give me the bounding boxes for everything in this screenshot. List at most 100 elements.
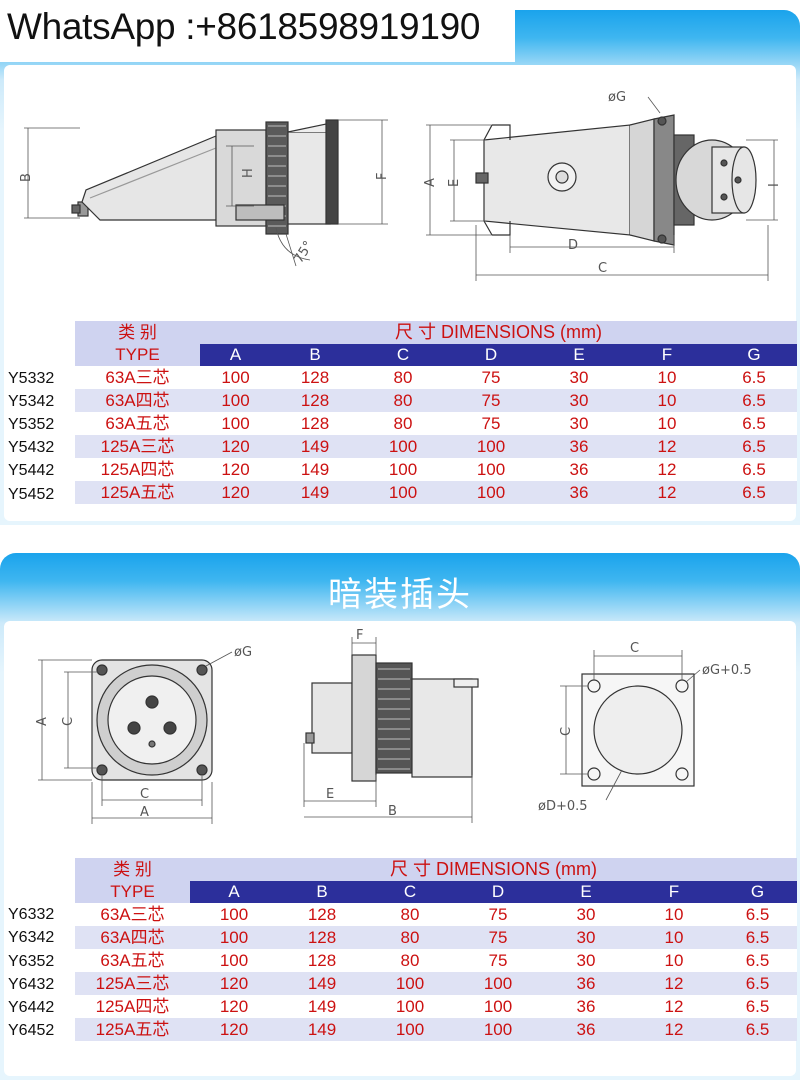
table-row: 125A五芯 120 149 100 100 36 12 6.5	[75, 481, 798, 504]
value-cell: 128	[271, 412, 359, 435]
dim-label-a: A	[423, 178, 438, 187]
model-label: Y5442	[8, 462, 55, 479]
type-label: TYPE	[110, 881, 155, 901]
value-cell: 100	[366, 972, 454, 995]
table-row: 63A三芯 100 128 80 75 30 10 6.5	[75, 903, 798, 926]
column-header-b: B	[271, 344, 359, 366]
value-cell: 10	[623, 412, 711, 435]
value-cell: 6.5	[718, 949, 798, 972]
value-cell: 128	[278, 903, 366, 926]
dim-label-c-bottom: C	[140, 787, 149, 802]
value-cell: 36	[542, 995, 630, 1018]
type-cell: 125A五芯	[75, 481, 200, 504]
value-cell: 100	[366, 1018, 454, 1041]
value-cell: 80	[366, 903, 454, 926]
value-cell: 10	[623, 389, 711, 412]
table-row: 125A五芯 120 149 100 100 36 12 6.5	[75, 1018, 798, 1041]
value-cell: 75	[454, 926, 542, 949]
value-cell: 100	[447, 458, 535, 481]
dim-label-f: F	[375, 173, 390, 180]
panel-plug-dimension-table: 类 别 TYPE 尺 寸 DIMENSIONS (mm) A B C D E F…	[75, 858, 798, 1041]
value-cell: 120	[200, 458, 271, 481]
value-cell: 149	[278, 995, 366, 1018]
value-cell: 100	[359, 435, 447, 458]
category-header: 类 别 TYPE	[75, 321, 200, 366]
dim-label-g: øG	[608, 90, 626, 105]
column-header-c: C	[366, 881, 454, 903]
value-cell: 36	[542, 1018, 630, 1041]
value-cell: 149	[271, 458, 359, 481]
model-label: Y6442	[8, 999, 55, 1016]
value-cell: 75	[447, 412, 535, 435]
category-label: 类 别	[113, 859, 152, 879]
value-cell: 120	[200, 435, 271, 458]
value-cell: 100	[366, 995, 454, 1018]
value-cell: 100	[200, 412, 271, 435]
dim-label-a: A	[35, 717, 50, 726]
table-row: 125A四芯 120 149 100 100 36 12 6.5	[75, 458, 798, 481]
table-row: 63A四芯 100 128 80 75 30 10 6.5	[75, 389, 798, 412]
value-cell: 30	[542, 903, 630, 926]
value-cell: 30	[535, 366, 623, 389]
column-header-b: B	[278, 881, 366, 903]
value-cell: 6.5	[711, 389, 798, 412]
value-cell: 75	[454, 903, 542, 926]
value-cell: 149	[278, 972, 366, 995]
value-cell: 80	[359, 412, 447, 435]
value-cell: 120	[190, 1018, 278, 1041]
value-cell: 36	[535, 435, 623, 458]
value-cell: 100	[454, 1018, 542, 1041]
dim-label-b: B	[388, 804, 397, 819]
column-header-d: D	[454, 881, 542, 903]
model-label: Y5342	[8, 393, 55, 410]
column-header-e: E	[535, 344, 623, 366]
table-row: 63A五芯 100 128 80 75 30 10 6.5	[75, 949, 798, 972]
surface-plug-dimension-table: 类 别 TYPE 尺 寸 DIMENSIONS (mm) A B C D E F…	[75, 321, 798, 504]
model-label: Y5432	[8, 439, 55, 456]
value-cell: 36	[535, 458, 623, 481]
dim-label-c-top: C	[630, 641, 639, 656]
type-cell: 125A三芯	[75, 435, 200, 458]
model-label: Y5352	[8, 416, 55, 433]
value-cell: 6.5	[711, 366, 798, 389]
dim-label-b: B	[20, 173, 34, 182]
value-cell: 149	[278, 1018, 366, 1041]
value-cell: 100	[190, 926, 278, 949]
value-cell: 6.5	[711, 458, 798, 481]
surface-plug-front-drawing: øG A E I D C	[423, 90, 782, 281]
column-header-d: D	[447, 344, 535, 366]
table-row: 63A四芯 100 128 80 75 30 10 6.5	[75, 926, 798, 949]
value-cell: 6.5	[718, 926, 798, 949]
type-cell: 63A四芯	[75, 389, 200, 412]
table-row: 125A三芯 120 149 100 100 36 12 6.5	[75, 435, 798, 458]
dim-label-c: C	[61, 717, 76, 726]
model-label: Y5332	[8, 370, 55, 387]
value-cell: 6.5	[711, 481, 798, 504]
value-cell: 75	[454, 949, 542, 972]
value-cell: 100	[359, 481, 447, 504]
column-header-a: A	[190, 881, 278, 903]
dim-label-a-bottom: A	[140, 805, 149, 820]
dim-label-g: øG+0.5	[702, 663, 752, 678]
value-cell: 12	[630, 972, 718, 995]
value-cell: 6.5	[718, 1018, 798, 1041]
type-cell: 125A三芯	[75, 972, 190, 995]
value-cell: 75	[447, 366, 535, 389]
type-cell: 125A四芯	[75, 458, 200, 481]
value-cell: 120	[190, 995, 278, 1018]
category-label: 类 别	[118, 322, 157, 342]
dim-label-g: øG	[234, 645, 252, 660]
value-cell: 120	[200, 481, 271, 504]
dim-label-c-side: C	[559, 727, 574, 736]
value-cell: 128	[278, 926, 366, 949]
value-cell: 80	[366, 926, 454, 949]
value-cell: 128	[271, 389, 359, 412]
value-cell: 100	[359, 458, 447, 481]
model-label: Y6332	[8, 906, 55, 923]
column-header-g: G	[711, 344, 798, 366]
type-cell: 63A四芯	[75, 926, 190, 949]
value-cell: 6.5	[718, 972, 798, 995]
value-cell: 12	[623, 481, 711, 504]
section-title: 暗装插头	[328, 575, 472, 615]
value-cell: 149	[271, 481, 359, 504]
